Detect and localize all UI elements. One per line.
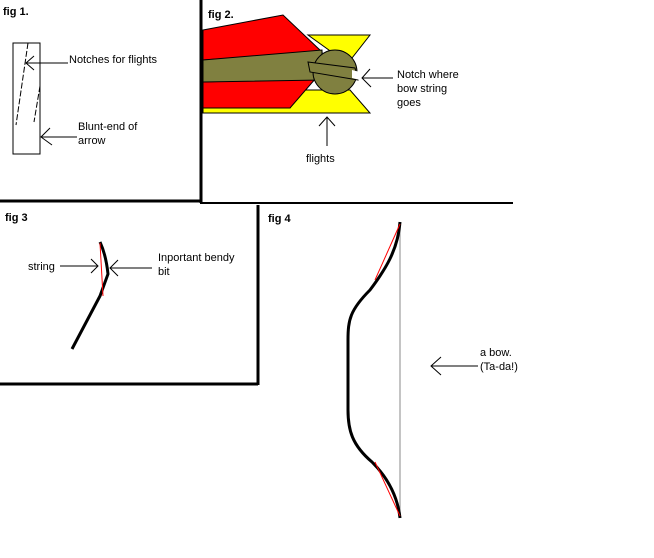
blunt-end-label-2: arrow [78,135,106,147]
pointer-arrow-icon [361,68,393,88]
notches-label: Notches for flights [69,54,158,66]
pointer-arrow-icon [430,356,478,376]
string-notch [352,70,360,80]
fig1: fig 1. Notches for flights Blunt-end of … [3,6,158,155]
bow-label-2: (Ta-da!) [480,361,518,373]
pointer-arrow-icon [109,259,152,277]
bendy-label: Inportant bendy [158,252,235,264]
bow-body [346,221,402,519]
notch-label-2: bow string [397,83,447,95]
bow-label: a bow. [480,347,512,359]
pointer-arrow-icon [60,258,99,274]
pointer-arrow-icon [318,116,336,146]
notch-label: Notch where [397,69,459,81]
limb-tip-line [374,223,401,281]
string-label: string [28,261,55,273]
fig1-title: fig 1. [3,6,29,18]
panel-borders [0,0,513,386]
flights-label: flights [306,153,335,165]
limb-tip-line [374,461,401,517]
fig4-title: fig 4 [268,213,291,225]
bow-limb [70,241,110,350]
blunt-end-label: Blunt-end of [78,121,138,133]
fig3: fig 3 string Inportant bendy bit [5,212,235,350]
notch-label-3: goes [397,97,421,109]
nock-slot [307,61,359,81]
bow-string [99,242,104,297]
pointer-arrow-icon [25,55,68,71]
fig4: fig 4 a bow. (Ta-da!) [268,213,518,519]
notch-line [15,42,29,126]
fig2: fig 2. Notch where bow string goes fligh… [202,9,459,165]
notch-line [33,85,41,123]
fig2-title: fig 2. [208,9,234,21]
fig3-title: fig 3 [5,212,28,224]
arrow-shaft-outline [12,42,41,155]
pointer-arrow-icon [40,127,77,146]
bendy-label-2: bit [158,266,170,278]
